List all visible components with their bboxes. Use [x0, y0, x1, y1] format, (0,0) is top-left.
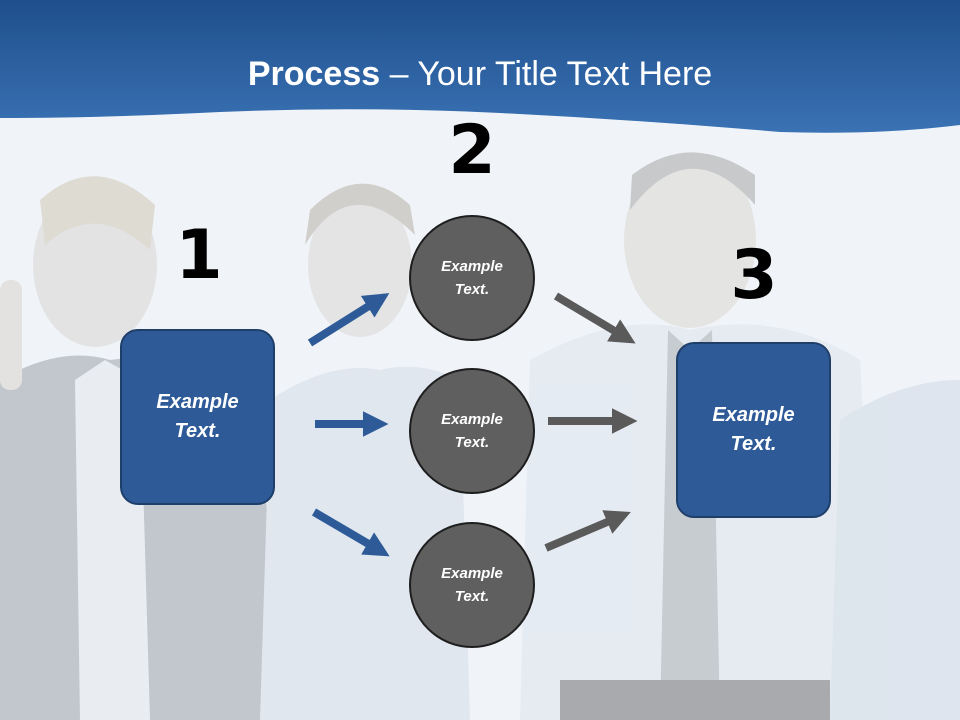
circle-middle-text: Example Text. — [441, 411, 503, 451]
step-1-box-text: Example Text. — [156, 391, 239, 442]
process-circle-top[interactable]: Example Text. — [409, 215, 535, 341]
step-number-2: 2 — [448, 111, 496, 190]
process-circle-middle[interactable]: Example Text. — [409, 368, 535, 494]
step-3-box-text: Example Text. — [712, 404, 795, 455]
arrow-from-top-circle — [553, 292, 636, 344]
step-number-3: 3 — [730, 236, 778, 315]
step-number-1: 1 — [175, 216, 223, 295]
step-3-box[interactable]: Example Text. — [676, 342, 831, 518]
title-bold: Process — [247, 55, 381, 93]
circle-top-text: Example Text. — [441, 258, 503, 298]
step-1-box[interactable]: Example Text. — [120, 329, 275, 505]
process-circle-bottom[interactable]: Example Text. — [409, 522, 535, 648]
arrow-to-bottom-circle — [311, 508, 390, 557]
title-rest: – Your Title Text Here — [380, 55, 713, 93]
arrow-from-bottom-circle — [544, 510, 631, 552]
slide-title: Process – Your Title Text Here — [0, 50, 960, 98]
arrow-to-top-circle — [307, 293, 390, 347]
circle-bottom-text: Example Text. — [441, 565, 503, 605]
